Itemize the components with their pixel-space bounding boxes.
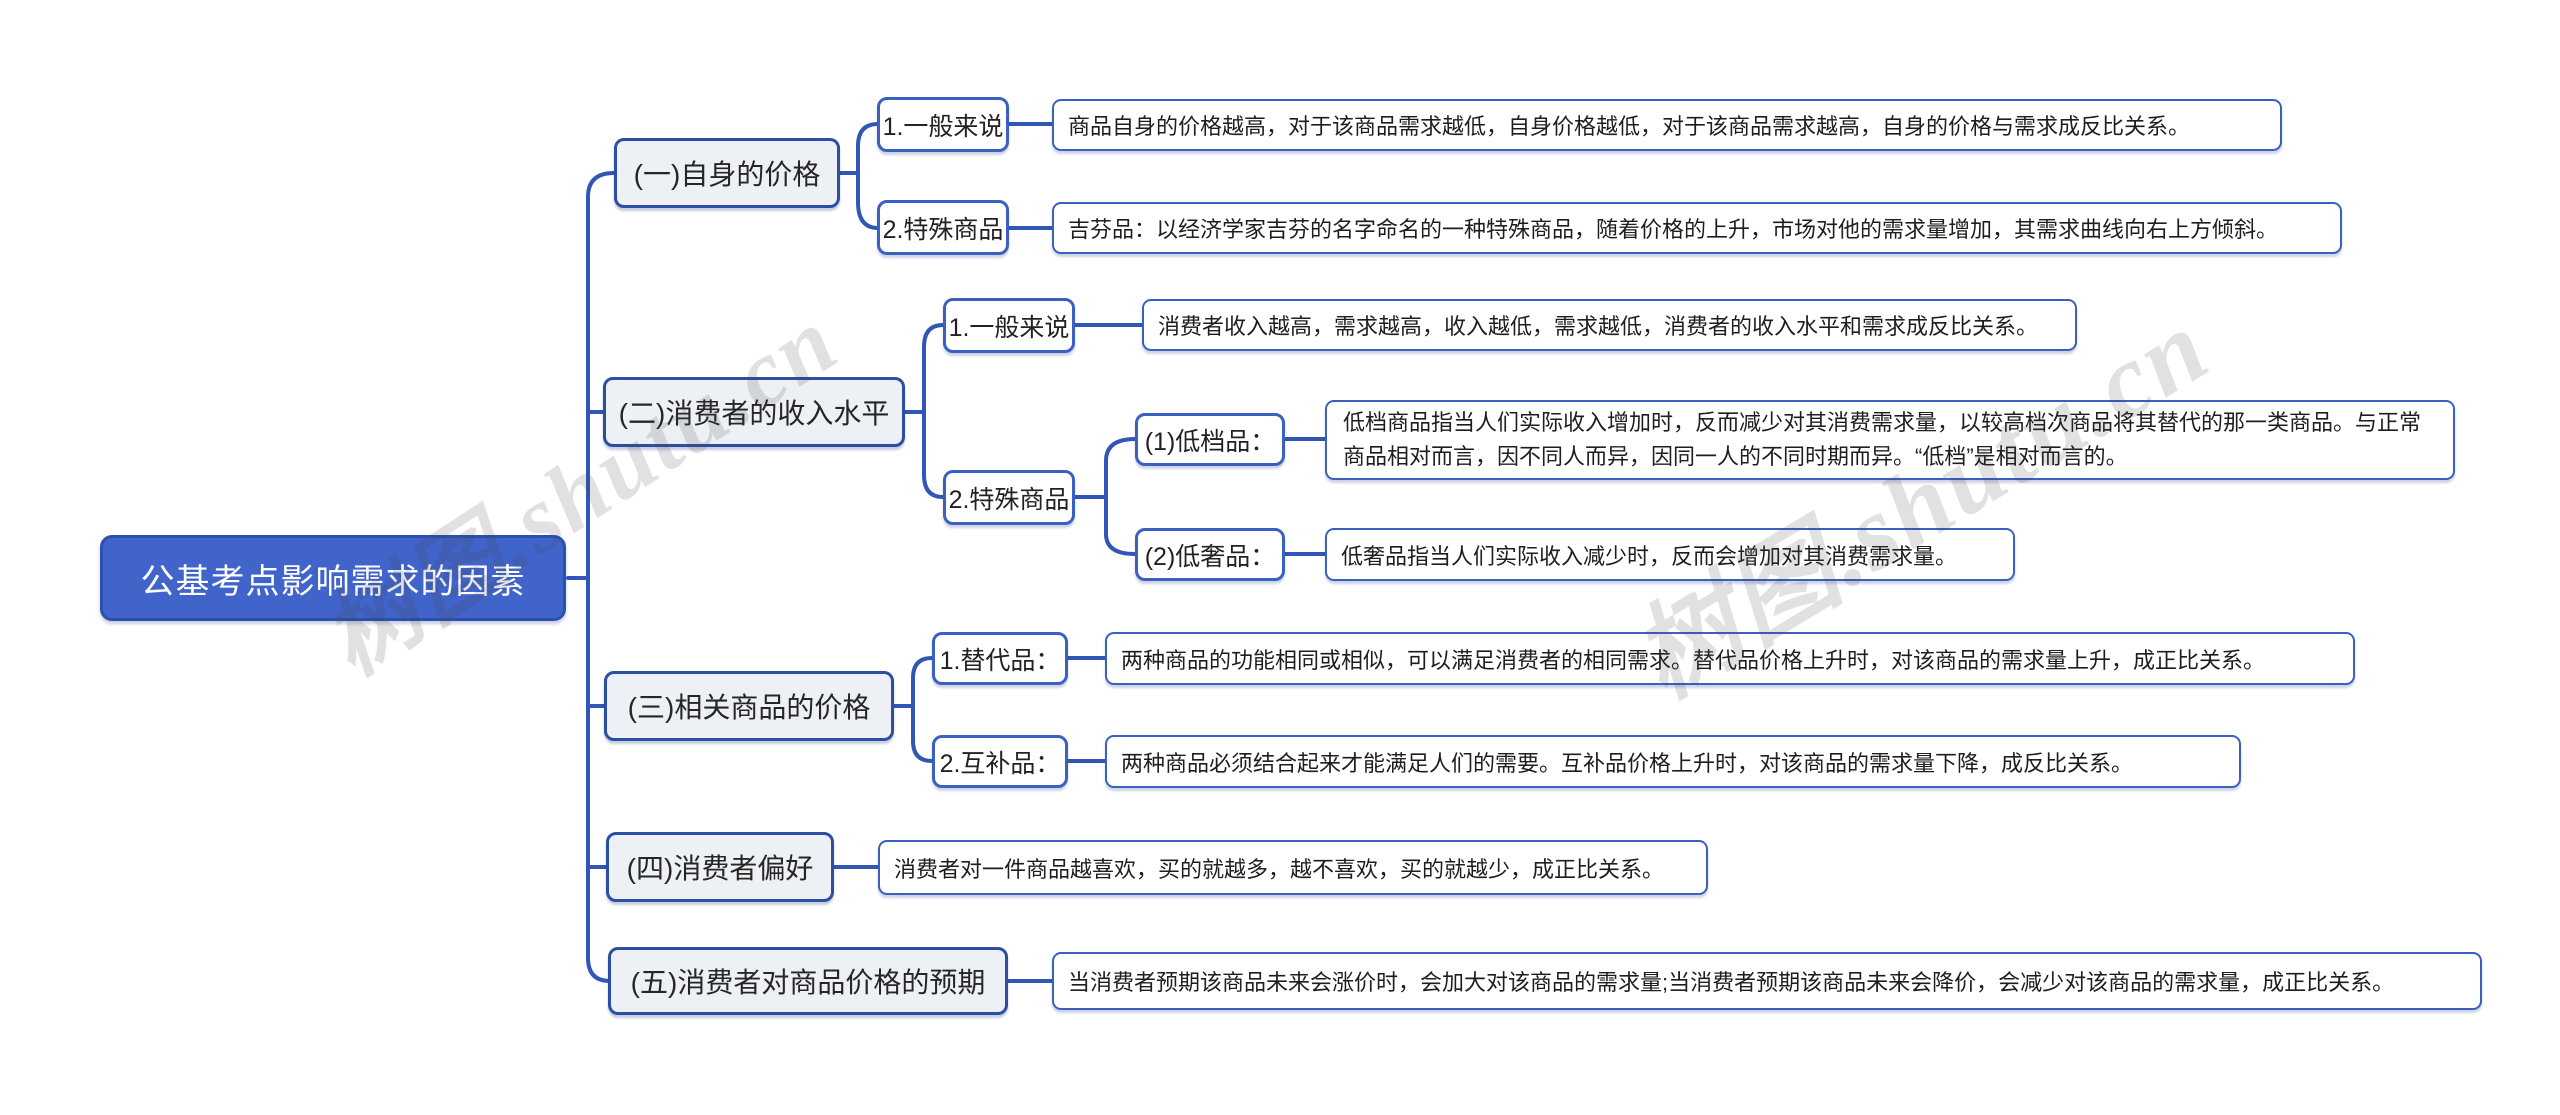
branch-2-child-2-node: 2.特殊商品 <box>943 470 1075 525</box>
branch-1-child-1-node: 1.一般来说 <box>877 97 1009 152</box>
branch-1-child-1-note: 商品自身的价格越高，对于该商品需求越低，自身价格越低，对于该商品需求越高，自身的… <box>1052 99 2282 151</box>
branch-2-grandchild-2-note: 低奢品指当人们实际收入减少时，反而会增加对其消费需求量。 <box>1325 528 2015 581</box>
branch-3-child-2-note: 两种商品必须结合起来才能满足人们的需要。互补品价格上升时，对该商品的需求量下降，… <box>1105 735 2241 788</box>
branch-5-node: (五)消费者对商品价格的预期 <box>608 947 1008 1015</box>
branch-2-grandchild-1-node: (1)低档品： <box>1135 413 1285 466</box>
root-node: 公基考点影响需求的因素 <box>100 535 566 621</box>
branch-3-child-1-node: 1.替代品： <box>932 632 1068 685</box>
branch-2-child-1-note: 消费者收入越高，需求越高，收入越低，需求越低，消费者的收入水平和需求成反比关系。 <box>1142 299 2077 351</box>
branch-1-node: (一)自身的价格 <box>614 138 840 208</box>
branch-1-child-2-node: 2.特殊商品 <box>877 200 1009 255</box>
branch-5-note: 当消费者预期该商品未来会涨价时，会加大对该商品的需求量;当消费者预期该商品未来会… <box>1052 952 2482 1010</box>
branch-4-note: 消费者对一件商品越喜欢，买的就越多，越不喜欢，买的就越少，成正比关系。 <box>878 840 1708 895</box>
branch-3-child-1-note: 两种商品的功能相同或相似，可以满足消费者的相同需求。替代品价格上升时，对该商品的… <box>1105 632 2355 685</box>
branch-3-child-2-node: 2.互补品： <box>932 735 1068 788</box>
branch-2-grandchild-1-note: 低档商品指当人们实际收入增加时，反而减少对其消费需求量，以较高档次商品将其替代的… <box>1325 400 2455 480</box>
branch-2-grandchild-2-node: (2)低奢品： <box>1135 528 1285 581</box>
branch-1-child-2-note: 吉芬品：以经济学家吉芬的名字命名的一种特殊商品，随着价格的上升，市场对他的需求量… <box>1052 202 2342 254</box>
branch-2-node: (二)消费者的收入水平 <box>603 377 905 447</box>
branch-4-node: (四)消费者偏好 <box>606 832 834 902</box>
branch-2-child-1-node: 1.一般来说 <box>943 298 1075 353</box>
branch-3-node: (三)相关商品的价格 <box>604 671 894 741</box>
